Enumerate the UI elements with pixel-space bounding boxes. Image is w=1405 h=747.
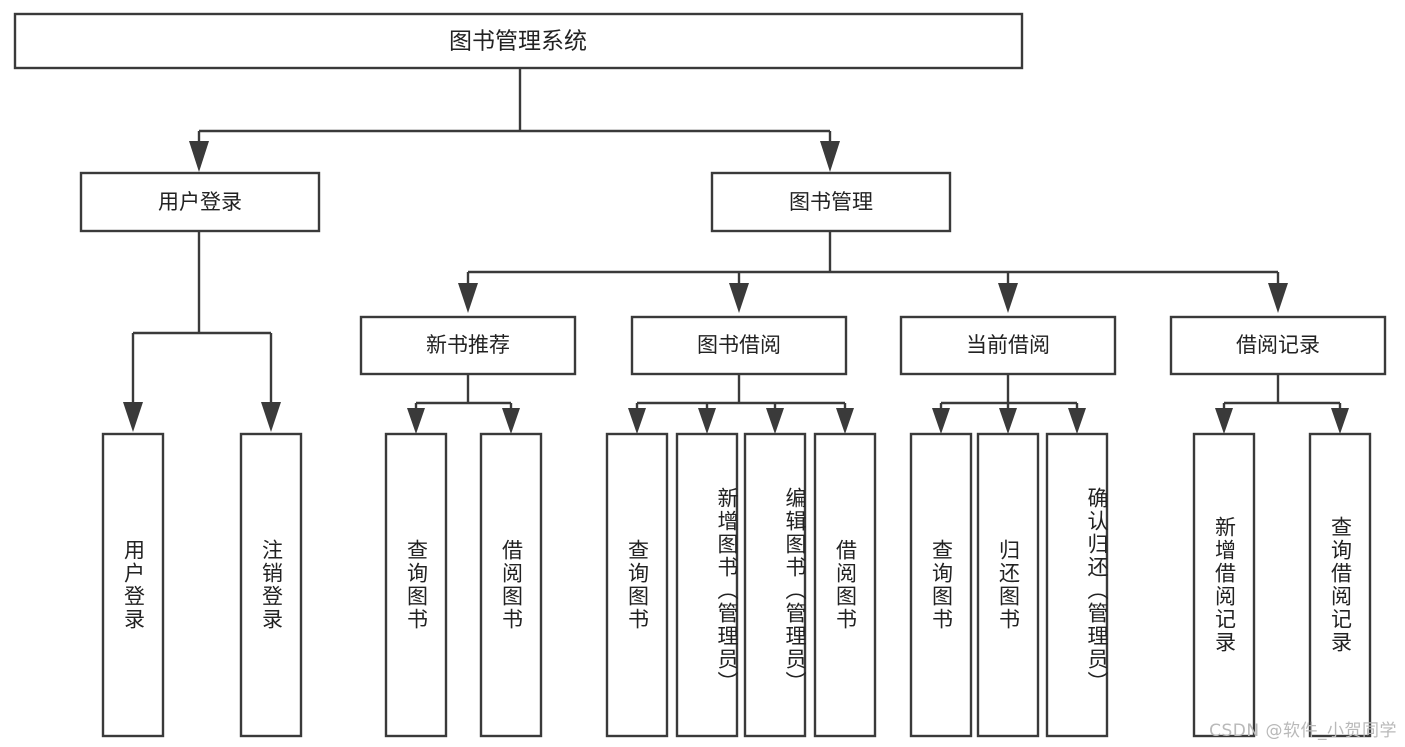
node-user-login[interactable]	[79, 171, 321, 233]
arrow-head-icon	[1268, 283, 1288, 313]
leaf-box-add-record[interactable]	[1192, 432, 1256, 738]
leaf-box-borrow-book-1[interactable]	[479, 432, 543, 738]
connector-group-user-login	[123, 231, 281, 432]
leaf-box-query-book-2[interactable]	[605, 432, 669, 738]
leaf-box-edit-book[interactable]	[743, 432, 807, 738]
leaf-box-logout[interactable]	[239, 432, 303, 738]
label-book-manage: 图书管理	[789, 190, 873, 214]
node-box	[79, 171, 321, 233]
root-label: 图书管理系统	[449, 29, 587, 55]
arrow-head-icon	[729, 283, 749, 313]
arrow-head-icon	[1331, 408, 1349, 434]
leaf-box-user-login[interactable]	[101, 432, 165, 738]
connector-group-book-manage	[458, 231, 1288, 313]
leaf-box-borrow-book-2[interactable]	[813, 432, 877, 738]
arrow-head-icon	[766, 408, 784, 434]
node-box	[1169, 315, 1387, 376]
node-box	[899, 315, 1117, 376]
connector-group-new-book-recommend	[407, 374, 520, 434]
node-new-book-recommend[interactable]	[359, 315, 577, 376]
arrow-head-icon	[123, 402, 143, 432]
arrow-head-icon	[502, 408, 520, 434]
connector-group-current-borrow	[932, 374, 1086, 434]
arrow-head-icon	[998, 283, 1018, 313]
arrow-head-icon	[698, 408, 716, 434]
node-book-borrow[interactable]	[630, 315, 848, 376]
label-book-borrow: 图书借阅	[697, 333, 781, 357]
arrow-head-icon	[932, 408, 950, 434]
node-borrow-record[interactable]	[1169, 315, 1387, 376]
label-new-book-recommend: 新书推荐	[426, 333, 510, 357]
leaf-box-query-book-3[interactable]	[909, 432, 973, 738]
leaf-boxes	[101, 432, 1372, 738]
connector-group-root	[189, 68, 840, 172]
leaf-box-return-book[interactable]	[976, 432, 1040, 738]
leaf-box-query-record[interactable]	[1308, 432, 1372, 738]
node-root[interactable]	[13, 12, 1024, 70]
connector-group-borrow-record	[1215, 374, 1349, 434]
arrow-head-icon	[820, 141, 840, 172]
arrow-head-icon	[261, 402, 281, 432]
label-user-login: 用户登录	[158, 190, 242, 214]
leaf-box-add-book[interactable]	[675, 432, 739, 738]
arrow-head-icon	[1068, 408, 1086, 434]
watermark-text: CSDN @软件_小贺同学	[1209, 721, 1397, 741]
arrow-head-icon	[628, 408, 646, 434]
node-box	[630, 315, 848, 376]
arrow-head-icon	[836, 408, 854, 434]
node-current-borrow[interactable]	[899, 315, 1117, 376]
arrow-head-icon	[189, 141, 209, 172]
arrow-head-icon	[999, 408, 1017, 434]
leaf-box-confirm-return[interactable]	[1045, 432, 1109, 738]
leaf-box-query-book-1[interactable]	[384, 432, 448, 738]
arrow-head-icon	[407, 408, 425, 434]
label-borrow-record: 借阅记录	[1236, 333, 1320, 357]
label-current-borrow: 当前借阅	[966, 333, 1050, 357]
node-box	[13, 12, 1024, 70]
connector-group-book-borrow	[628, 374, 854, 434]
node-box	[359, 315, 577, 376]
arrow-head-icon	[1215, 408, 1233, 434]
arrow-head-icon	[458, 283, 478, 313]
